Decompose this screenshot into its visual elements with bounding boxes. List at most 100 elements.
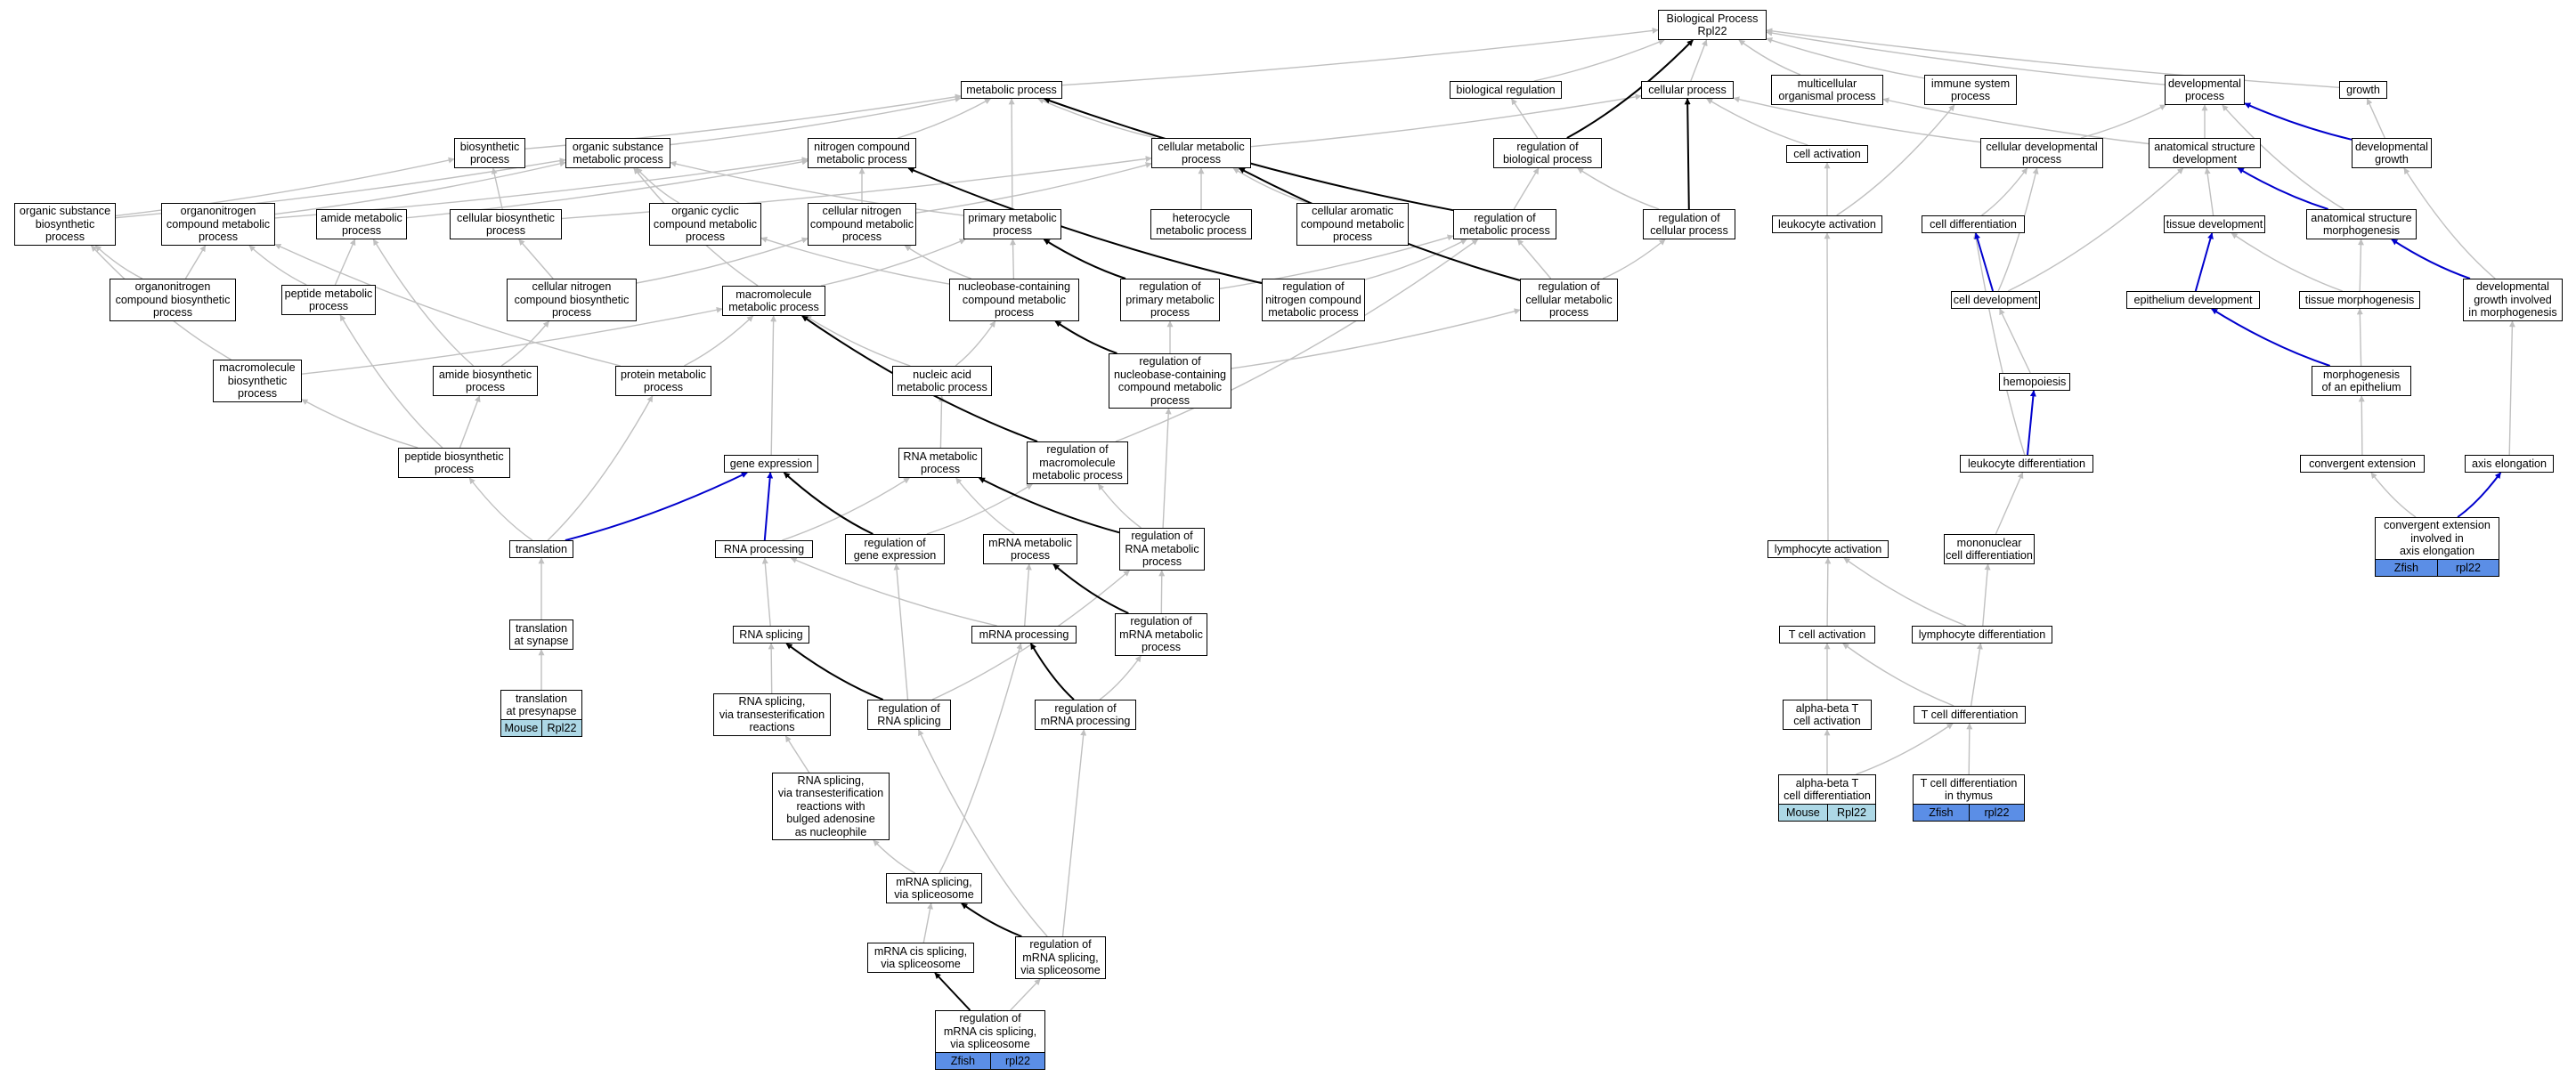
node-macromolbio[interactable]: macromolecule biosynthetic process xyxy=(213,360,302,402)
node-celldiff[interactable]: cell differentiation xyxy=(1922,215,2025,233)
node-amidebio[interactable]: amide biosynthetic process xyxy=(433,366,538,396)
node-rnaproc[interactable]: RNA processing xyxy=(715,540,813,558)
node-regprimary[interactable]: regulation of primary metabolic process xyxy=(1120,279,1220,321)
node-immune[interactable]: immune system process xyxy=(1924,75,2017,105)
node-tcellact[interactable]: T cell activation xyxy=(1779,626,1875,644)
edge-regmrnaproc-to-mrnaproc xyxy=(1029,643,1075,700)
node-multicell[interactable]: multicellular organismal process xyxy=(1771,75,1883,105)
node-rnametab[interactable]: RNA metabolic process xyxy=(898,448,982,478)
node-macromol[interactable]: macromolecule metabolic process xyxy=(722,286,825,316)
node-regrnametab[interactable]: regulation of RNA metabolic process xyxy=(1119,528,1205,571)
node-lymphdiff[interactable]: lymphocyte differentiation xyxy=(1912,626,2052,644)
node-cellnitro[interactable]: cellular nitrogen compound metabolic pro… xyxy=(808,203,916,246)
node-anatdev[interactable]: anatomical structure development xyxy=(2149,138,2261,168)
node-mrnaproc[interactable]: mRNA processing xyxy=(971,626,1077,644)
node-cellular[interactable]: cellular process xyxy=(1641,81,1734,99)
node-tcellthymus[interactable]: T cell differentiation in thymus xyxy=(1913,774,2025,805)
node-developmental[interactable]: developmental process xyxy=(2165,75,2245,105)
node-devgrowthmorph[interactable]: developmental growth involved in morphog… xyxy=(2463,279,2563,321)
node-rnasplice[interactable]: RNA splicing xyxy=(733,626,809,644)
node-devgrowth[interactable]: developmental growth xyxy=(2352,138,2432,168)
node-primary[interactable]: primary metabolic process xyxy=(963,209,1061,239)
node-regmetab[interactable]: regulation of metabolic process xyxy=(1453,209,1556,239)
node-abtcellact[interactable]: alpha-beta T cell activation xyxy=(1783,700,1872,730)
node-regmrnametab[interactable]: regulation of mRNA metabolic process xyxy=(1115,613,1207,656)
node-peptidebio[interactable]: peptide biosynthetic process xyxy=(398,448,510,478)
node-cellbio[interactable]: cellular biosynthetic process xyxy=(450,209,562,239)
node-celldevproc[interactable]: cellular developmental process xyxy=(1980,138,2103,168)
node-label: mRNA splicing, via spliceosome xyxy=(894,875,974,902)
edge-celldevelopment-to-celldevproc xyxy=(1997,167,2039,292)
node-regmrnacis[interactable]: regulation of mRNA cis splicing, via spl… xyxy=(935,1010,1045,1053)
node-nucleicacid[interactable]: nucleic acid metabolic process xyxy=(892,366,992,396)
node-regnitro[interactable]: regulation of nitrogen compound metaboli… xyxy=(1262,279,1365,321)
node-regmrnaproc[interactable]: regulation of mRNA processing xyxy=(1035,700,1136,730)
node-hemopoiesis[interactable]: hemopoiesis xyxy=(1999,373,2070,391)
node-mrnacis[interactable]: mRNA cis splicing, via spliceosome xyxy=(867,943,974,973)
node-label: organonitrogen compound biosynthetic pro… xyxy=(115,280,231,320)
tag-gene-abtcelldiff: Rpl22 xyxy=(1827,803,1876,822)
node-label: organic substance metabolic process xyxy=(572,140,664,166)
node-mrnaspl[interactable]: mRNA splicing, via spliceosome xyxy=(886,873,982,903)
node-cellarom[interactable]: cellular aromatic compound metabolic pro… xyxy=(1296,203,1409,246)
node-regmacro[interactable]: regulation of macromolecule metabolic pr… xyxy=(1027,441,1128,484)
node-cellactivation[interactable]: cell activation xyxy=(1786,145,1868,163)
edge-celldevelopment-to-anatdev xyxy=(2007,167,2184,292)
node-regbio[interactable]: regulation of biological process xyxy=(1493,138,1602,168)
node-peptidemetab[interactable]: peptide metabolic process xyxy=(281,285,376,315)
node-convextaxis[interactable]: convergent extension involved in axis el… xyxy=(2375,517,2499,560)
node-growth[interactable]: growth xyxy=(2339,81,2387,99)
node-mrnametab[interactable]: mRNA metabolic process xyxy=(983,534,1077,564)
edge-regprimary-to-regmetab xyxy=(1219,234,1454,289)
node-metabolic[interactable]: metabolic process xyxy=(961,81,1062,99)
node-nitrogen[interactable]: nitrogen compound metabolic process xyxy=(808,138,916,168)
node-organicsub[interactable]: organic substance metabolic process xyxy=(565,138,670,168)
node-orgnitrobio[interactable]: organonitrogen compound biosynthetic pro… xyxy=(110,279,236,321)
node-regmrnaspl[interactable]: regulation of mRNA splicing, via spliceo… xyxy=(1015,936,1106,979)
node-convext[interactable]: convergent extension xyxy=(2300,455,2425,473)
node-axiselong[interactable]: axis elongation xyxy=(2465,455,2554,473)
node-regcell[interactable]: regulation of cellular process xyxy=(1643,209,1735,239)
node-rnasplbulged[interactable]: RNA splicing, via transesterification re… xyxy=(772,773,890,840)
node-lymphact[interactable]: lymphocyte activation xyxy=(1767,540,1889,558)
node-orgsubbio[interactable]: organic substance biosynthetic process xyxy=(14,203,116,246)
node-proteinmetab[interactable]: protein metabolic process xyxy=(615,366,711,396)
node-amidemetab[interactable]: amide metabolic process xyxy=(316,209,407,239)
node-geneexpr[interactable]: gene expression xyxy=(724,455,818,473)
node-anatmorph[interactable]: anatomical structure morphogenesis xyxy=(2306,209,2417,239)
node-transpre[interactable]: translation at presynapse xyxy=(500,690,582,720)
node-regnucleobase[interactable]: regulation of nucleobase-containing comp… xyxy=(1109,353,1231,409)
node-leukdiff[interactable]: leukocyte differentiation xyxy=(1960,455,2093,473)
node-orgcyclic[interactable]: organic cyclic compound metabolic proces… xyxy=(649,203,761,246)
edge-lymphact-to-leukact xyxy=(1824,232,1831,541)
node-cellnitrobio[interactable]: cellular nitrogen compound biosynthetic … xyxy=(507,279,637,321)
tag-species-tcellthymus: Zfish xyxy=(1913,803,1970,822)
node-regrnasplice[interactable]: regulation of RNA splicing xyxy=(867,700,951,730)
node-epithdev[interactable]: epithelium development xyxy=(2126,291,2260,309)
node-abtcelldiff[interactable]: alpha-beta T cell differentiation xyxy=(1778,774,1876,805)
node-reggeneexpr[interactable]: regulation of gene expression xyxy=(845,534,945,564)
node-organonitro[interactable]: organonitrogen compound metabolic proces… xyxy=(161,203,275,246)
node-regcellmetab[interactable]: regulation of cellular metabolic process xyxy=(1520,279,1618,321)
edge-nucleobase-to-primary xyxy=(1010,239,1017,279)
node-morphepith[interactable]: morphogenesis of an epithelium xyxy=(2312,366,2411,396)
node-bp[interactable]: Biological Process Rpl22 xyxy=(1658,10,1767,40)
edge-mrnaproc-to-rnaproc xyxy=(790,557,997,627)
node-rnaspltrans[interactable]: RNA splicing, via transesterification re… xyxy=(713,693,831,736)
node-transsyn[interactable]: translation at synapse xyxy=(509,619,573,650)
node-cellmetab[interactable]: cellular metabolic process xyxy=(1151,138,1251,168)
edge-metabolic-to-bp xyxy=(1061,27,1659,86)
node-translation[interactable]: translation xyxy=(509,540,573,558)
node-celldevelopment[interactable]: cell development xyxy=(1951,291,2040,309)
node-heterocycle[interactable]: heterocycle metabolic process xyxy=(1150,209,1252,239)
node-tcelldiff[interactable]: T cell differentiation xyxy=(1914,706,2026,724)
node-bioreg[interactable]: biological regulation xyxy=(1450,81,1562,99)
node-mononuc[interactable]: mononuclear cell differentiation xyxy=(1944,534,2035,564)
node-tissuedev[interactable]: tissue development xyxy=(2164,215,2265,233)
node-biosynthetic[interactable]: biosynthetic process xyxy=(454,138,525,168)
node-nucleobase[interactable]: nucleobase-containing compound metabolic… xyxy=(949,279,1079,321)
node-tissuemorph[interactable]: tissue morphogenesis xyxy=(2299,291,2420,309)
edge-peptidemetab-to-amidemetab xyxy=(334,239,356,286)
node-leukact[interactable]: leukocyte activation xyxy=(1772,215,1882,233)
edge-cellnitro-to-cellmetab xyxy=(915,162,1152,214)
